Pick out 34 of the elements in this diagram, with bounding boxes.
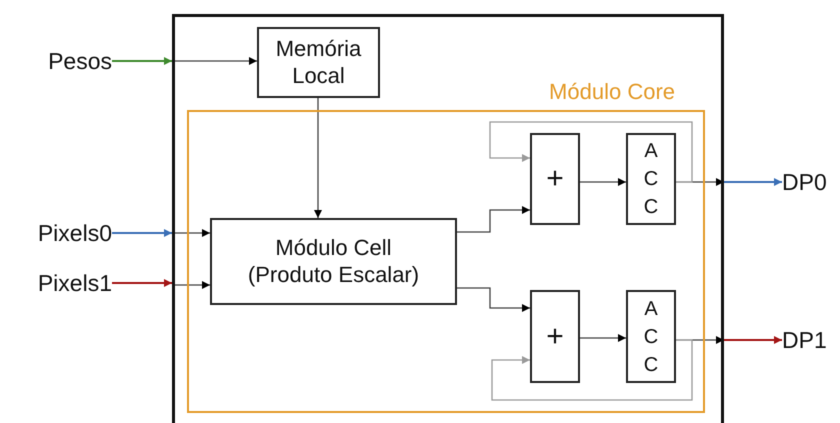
arrow — [112, 57, 172, 65]
arrow — [491, 339, 693, 401]
module-box — [257, 27, 380, 98]
arrow — [112, 229, 172, 237]
accumulator-box — [626, 133, 676, 225]
arrow — [172, 229, 210, 237]
arrow — [457, 287, 530, 312]
arrow — [489, 121, 693, 183]
port-label: Pesos — [26, 46, 112, 76]
chip-outline — [172, 14, 724, 423]
arrow — [580, 334, 626, 342]
arrow — [457, 206, 530, 233]
module-label: A C C — [643, 296, 659, 378]
module-box — [210, 218, 457, 305]
adder-box — [530, 290, 580, 383]
port-label: DP1 — [782, 325, 840, 355]
adder-box — [530, 133, 580, 225]
port-label: Pixels0 — [12, 218, 112, 248]
module-heading: Módulo Core — [549, 79, 675, 106]
arrow — [172, 57, 257, 65]
module-label: A C C — [643, 139, 659, 220]
module-label: Módulo Cell (Produto Escalar) — [246, 235, 420, 288]
arrow — [172, 281, 210, 289]
arrow — [724, 336, 782, 344]
arrow — [724, 178, 782, 186]
port-label: Pixels1 — [12, 268, 112, 298]
arrow — [580, 178, 626, 186]
accumulator-box — [626, 290, 676, 383]
plus-sign: + — [546, 161, 564, 197]
module-label: Memória Local — [274, 36, 362, 89]
arrow — [112, 279, 172, 287]
arrow — [314, 98, 322, 218]
port-label: DP0 — [782, 167, 840, 197]
plus-sign: + — [546, 318, 564, 354]
